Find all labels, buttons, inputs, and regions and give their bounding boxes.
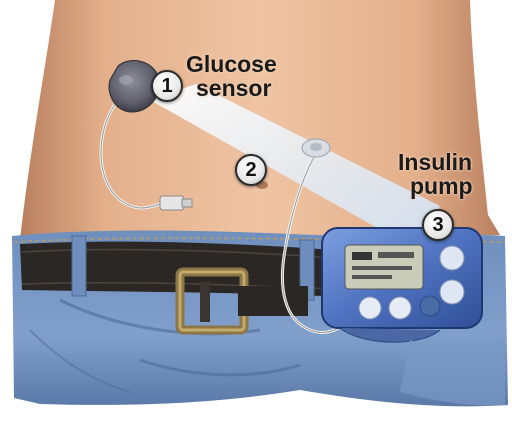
infusion-set-icon: [302, 139, 330, 157]
insulin-pump-label-line2: pump: [398, 174, 473, 198]
glucose-sensor-label-line1: Glucose: [186, 52, 277, 76]
step-badge-1: 1: [151, 70, 183, 102]
step-badge-3: 3: [422, 209, 454, 241]
insulin-pump-label: Insulin pump: [398, 150, 473, 198]
insulin-pump-icon: [322, 228, 482, 342]
insulin-pump-label-line1: Insulin: [398, 150, 473, 174]
glucose-sensor-label-line2: sensor: [186, 76, 277, 100]
step-badge-2: 2: [235, 154, 267, 186]
glucose-sensor-label: Glucose sensor: [186, 52, 277, 100]
